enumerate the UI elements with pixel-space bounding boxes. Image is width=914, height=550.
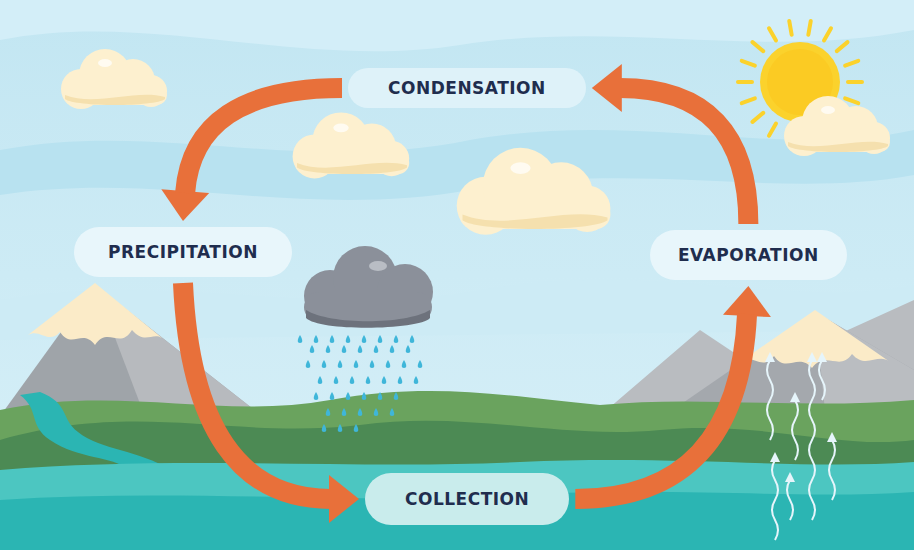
cycle-arrow: [575, 286, 771, 499]
stage-name: COLLECTION: [405, 489, 529, 509]
cycle-arrow: [161, 88, 342, 221]
stage-label: PRECIPITATION: [74, 227, 292, 277]
arrow-head: [592, 64, 622, 112]
cloud: [784, 96, 890, 156]
stage-name: EVAPORATION: [678, 245, 819, 265]
sky-band: [0, 130, 914, 200]
water: [0, 460, 914, 550]
stage-name: CONDENSATION: [388, 78, 546, 98]
arrow-head: [723, 286, 771, 317]
raindrops: [298, 335, 423, 432]
stage-name: PRECIPITATION: [108, 242, 258, 262]
cloud: [61, 49, 167, 109]
arrow-head: [161, 189, 209, 221]
arrow-shaft: [185, 88, 342, 193]
sky-band: [0, 0, 914, 51]
stage-label: EVAPORATION: [650, 230, 847, 280]
snow-cap: [28, 283, 162, 345]
cloud: [293, 112, 410, 178]
evaporation-vapour: [765, 352, 837, 540]
river: [20, 392, 170, 470]
cloud: [457, 148, 611, 235]
arrow-head: [329, 475, 359, 523]
rain-cloud: [304, 246, 433, 328]
arrow-shaft: [620, 88, 749, 224]
cycle-arrow: [183, 283, 359, 523]
stage-label: COLLECTION: [365, 473, 569, 525]
cycle-arrow: [592, 64, 749, 224]
stage-label: CONDENSATION: [348, 68, 586, 108]
arrow-shaft: [183, 283, 331, 499]
snow-cap: [740, 310, 890, 368]
arrow-shaft: [575, 314, 747, 499]
